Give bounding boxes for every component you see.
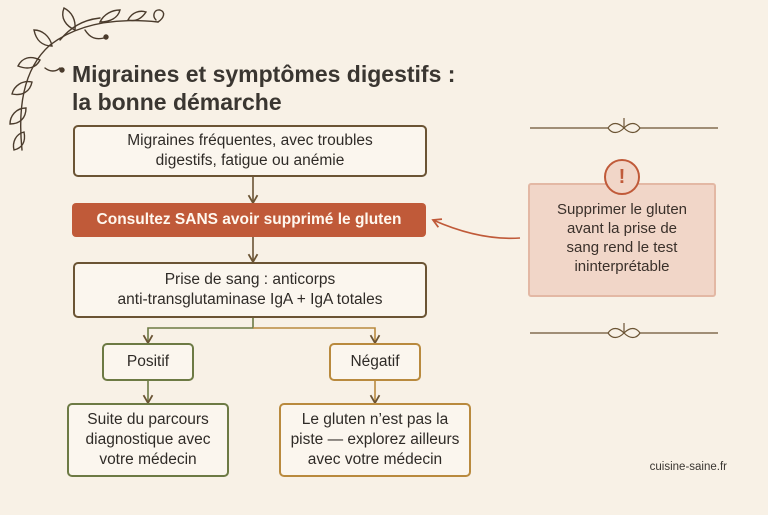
consult-text: Consultez SANS avoir supprimé le gluten [96, 211, 402, 228]
box-text: piste — explorez ailleurs [290, 431, 460, 448]
sprig-divider-icon [530, 323, 718, 339]
warning-text: avant la prise de [566, 220, 678, 237]
vine-ornament-icon [9, 7, 165, 151]
positive-badge: Positif [102, 343, 194, 381]
warning-icon-glyph: ! [618, 165, 626, 188]
box-text: diagnostique avec [85, 431, 211, 448]
negative-result-box: Le gluten n’est pas la piste — explorez … [279, 403, 471, 477]
box-text: anti-transglutaminase IgA + IgA totales [117, 291, 383, 308]
page-title: Migraines et symptômes digestifs : la bo… [72, 60, 512, 116]
box-text: Le gluten n’est pas la [301, 411, 449, 428]
box-text: digestifs, fatigue ou anémie [155, 152, 345, 169]
box-text: Migraines fréquentes, avec troubles [127, 132, 373, 149]
symptoms-box: Migraines fréquentes, avec troubles dige… [73, 125, 427, 177]
negative-label: Négatif [350, 353, 400, 370]
positive-label: Positif [126, 353, 170, 370]
box-text: Prise de sang : anticorps [164, 271, 336, 288]
consult-step: Consultez SANS avoir supprimé le gluten [72, 203, 426, 237]
title-line: Migraines et symptômes digestifs : [72, 61, 456, 87]
warning-text: Supprimer le gluten [556, 201, 688, 218]
box-text: avec votre médecin [307, 451, 443, 468]
warning-text: ininterprétable [574, 258, 670, 275]
sprig-divider-icon [530, 118, 718, 134]
warning-icon: ! [604, 159, 640, 195]
box-text: Suite du parcours [87, 411, 209, 428]
negative-badge: Négatif [329, 343, 421, 381]
warning-text: sang rend le test [566, 239, 678, 256]
warning-callout: Supprimer le gluten avant la prise de sa… [528, 183, 716, 297]
site-credit: cuisine-saine.fr [649, 461, 727, 473]
title-line: la bonne démarche [72, 89, 282, 115]
positive-result-box: Suite du parcours diagnostique avec votr… [67, 403, 229, 477]
box-text: votre médecin [99, 451, 197, 468]
blood-test-box: Prise de sang : anticorps anti-transglut… [73, 262, 427, 318]
